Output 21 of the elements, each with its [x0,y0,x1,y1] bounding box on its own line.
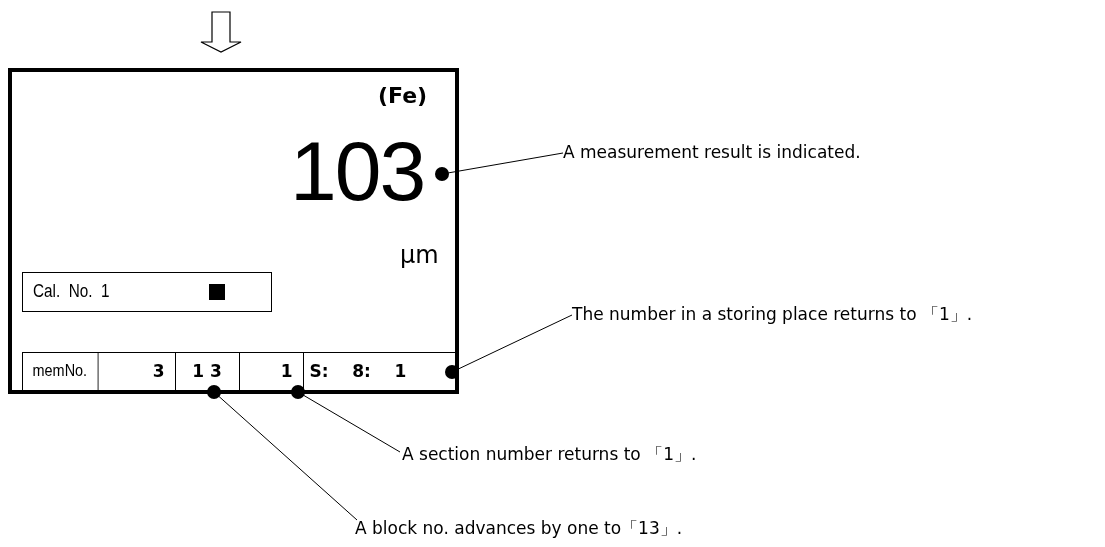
leader-line [207,385,358,521]
measurement-value: 103 [290,132,450,210]
callout-text: A block no. advances by one to「13」. [355,514,775,542]
calibration-box [22,272,272,312]
table-cell: 1 [239,351,304,390]
block-arrow [200,11,242,53]
leader-line [435,152,564,181]
unit-label: (Fe) [378,82,428,110]
unit-label: μm [400,240,439,270]
table-cell: 1 3 [175,351,240,390]
calibration-label: Cal. No. 1 [33,280,110,303]
callout-text: The number in a storing place returns to 「1」. [572,300,1102,328]
leader-line [291,385,401,453]
memory-row [22,352,458,390]
table-cell: 3 [111,351,176,390]
table-cell: S: 8: 1 [303,351,458,390]
leader-line [445,314,573,379]
table-cell: memNo. [21,351,98,390]
callout-text: A section number returns to 「1」. [402,440,822,468]
callout-text: A measurement result is indicated. [563,138,983,166]
display-screen [8,68,459,394]
